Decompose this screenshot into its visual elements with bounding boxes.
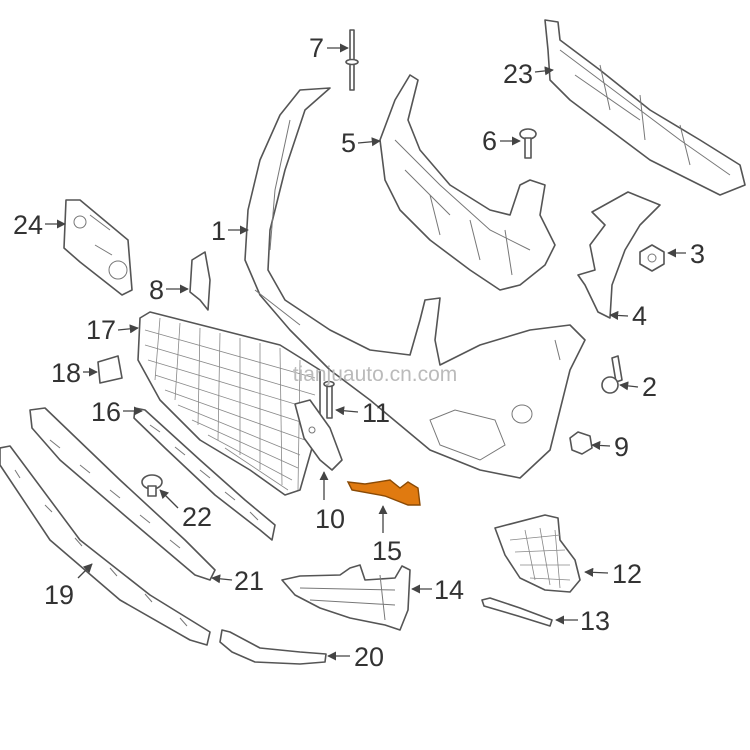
- part-18-cap: [97, 355, 123, 384]
- part-4-side-bracket: [577, 191, 661, 319]
- part-16-strip: [133, 407, 276, 541]
- part-22-clip: [141, 474, 163, 497]
- callout-1: 1: [211, 216, 226, 246]
- part-19-valance: [0, 445, 211, 646]
- part-7-screw: [345, 29, 359, 91]
- part-15-highlighted-bracket: [346, 479, 421, 506]
- callout-20: 20: [354, 642, 384, 672]
- callout-21: 21: [234, 566, 264, 596]
- callout-4: 4: [632, 301, 647, 331]
- part-5-reinforcement: [379, 74, 556, 291]
- part-10-bracket: [294, 399, 343, 471]
- callout-19: 19: [44, 580, 74, 610]
- callout-13: 13: [580, 606, 610, 636]
- part-9-clip: [569, 431, 593, 455]
- part-1-bumper-cover: [244, 87, 586, 479]
- part-13-strip: [481, 597, 553, 627]
- part-23-upper-bracket: [544, 19, 746, 196]
- callout-10: 10: [315, 504, 345, 534]
- callout-17: 17: [86, 315, 116, 345]
- leader-lines: [45, 43, 686, 661]
- callout-3: 3: [690, 239, 705, 269]
- callout-11: 11: [362, 398, 390, 428]
- callout-18: 18: [51, 358, 81, 388]
- part-20-trim: [219, 629, 327, 665]
- callout-5: 5: [341, 128, 356, 158]
- callout-15: 15: [372, 536, 402, 566]
- part-3-nut: [639, 244, 665, 272]
- part-2-screw: [601, 355, 623, 394]
- callout-14: 14: [434, 575, 464, 605]
- callout-7: 7: [309, 33, 324, 63]
- part-8-clip: [189, 251, 211, 311]
- part-12-fog-grille: [494, 514, 581, 593]
- part-17-grille: [137, 311, 321, 496]
- callout-24: 24: [13, 210, 43, 240]
- callout-16: 16: [91, 397, 121, 427]
- callout-labels: 7 23 5 6 1 24 3 8 4 17 18 2 16 11 9 10 1…: [13, 33, 705, 672]
- callout-23: 23: [503, 59, 533, 89]
- part-6-bolt: [519, 128, 537, 159]
- part-24-bracket: [63, 199, 133, 296]
- watermark-text: tianjuauto.cn.com: [293, 363, 458, 386]
- part-14-fog-bracket: [281, 564, 411, 631]
- callout-9: 9: [614, 432, 629, 462]
- callout-8: 8: [149, 275, 164, 305]
- part-21-lower-strip: [29, 407, 216, 581]
- callout-6: 6: [482, 126, 497, 156]
- part-11-bolt: [323, 380, 335, 419]
- callout-22: 22: [182, 502, 212, 532]
- callout-12: 12: [612, 559, 642, 589]
- callout-2: 2: [642, 372, 657, 402]
